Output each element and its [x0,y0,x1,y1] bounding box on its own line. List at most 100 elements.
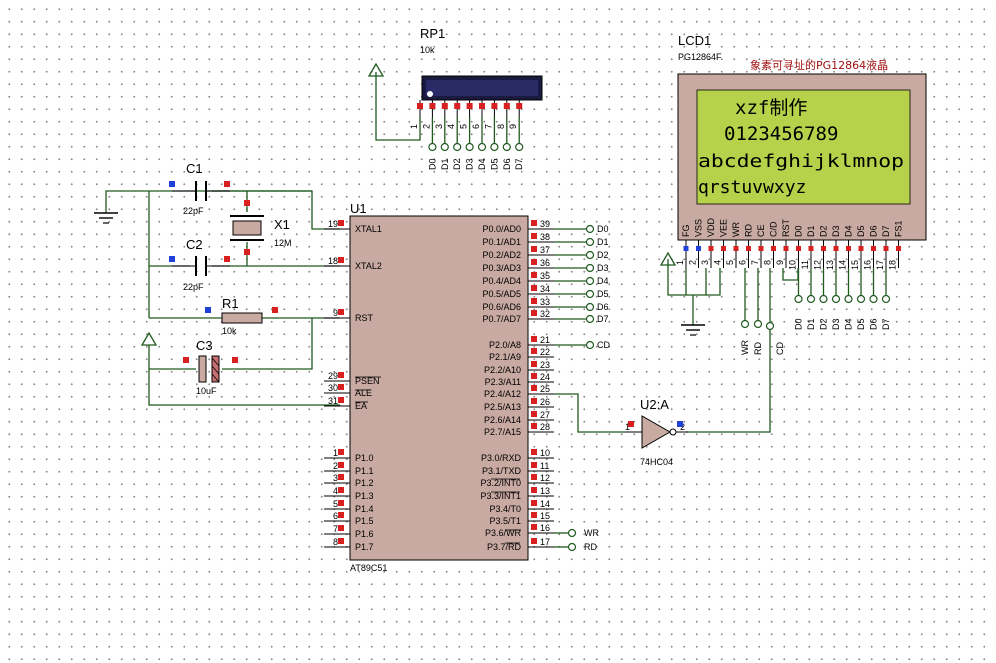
net-terminal-icon [585,302,595,312]
u1-right-pin-number: 37 [540,245,550,255]
r1-node-marker [205,307,211,313]
u1-pin-marker [531,348,537,354]
lcd1-pin-marker [796,246,801,251]
lcd1-net-label: D5 [856,318,866,330]
u1-pin-marker [338,474,344,480]
u1-pin-marker [531,259,537,265]
power-arrow-icon [140,331,158,346]
net-terminal-icon [856,294,866,304]
lcd1-pin-number: 12 [813,260,823,270]
u1-right-pin-label: P3.0/RXD [481,453,522,463]
u1-part: AT89C51 [350,563,387,573]
u1-left-pins: XTAL119XTAL218RST9PSEN29ALE30EA31P1.01P1… [324,219,382,552]
lcd1-pin-number: 9 [775,260,785,265]
microcontroller-u1[interactable]: U1 AT89C51 XTAL119XTAL218RST9PSEN29ALE30… [324,201,554,573]
lcd1-line-1: xzf制作 [735,97,807,119]
net-terminal-icon [831,294,841,304]
net-terminal-icon [585,263,595,273]
lcd1-net-label: D1 [806,318,816,330]
u1-right-pin-label: P2.3/A11 [485,377,521,387]
c3-plate-neg [211,355,220,383]
u1-left-pin-number: 9 [333,308,338,318]
u1-pin-marker [338,309,344,315]
rp1-net-label: D3 [465,158,475,170]
lcd1-pin-marker [746,246,751,251]
u1-pin-marker [531,474,537,480]
net-terminal-icon [585,250,595,260]
lcd1-pin-number: 2 [688,260,698,265]
lcd1-pin-marker [708,246,714,251]
u1-right-pin-label: P2.7/A15 [484,427,521,437]
lcd1-pin-label: RD [744,224,754,237]
net-terminal-icon [477,142,487,152]
net-terminal-icon [502,142,511,152]
u2a-node-marker [677,421,683,427]
u1-right-pin-number: 16 [540,523,550,533]
u1-pin-marker [531,500,537,506]
c1-value: 22pF [183,206,204,216]
lcd-module-lcd1[interactable]: LCD1 PG12864F 象素可寻址的PG12864液晶 xzf制作 0123… [675,33,927,355]
u1-right-pin-number: 26 [540,397,550,407]
lcd1-pin-number: 1 [675,260,685,265]
u2a-bubble [669,428,677,436]
u1-left-pin-label: P1.6 [355,529,374,539]
u1-pin-marker [531,423,537,429]
capacitor-c1[interactable]: C1 22pF [169,161,230,216]
u1-right-pin-number: 21 [540,335,550,345]
ground-icon [681,324,705,336]
u1-left-pin-label: P1.3 [355,491,374,501]
u1-pin-marker [338,538,344,544]
inverter-u2a[interactable]: U2:A 1 2 74HC04 [625,397,688,467]
rp1-pin-number: 8 [496,124,506,129]
capacitor-c3[interactable]: C3 10uF [183,338,238,396]
u1-net-label: D3 [597,263,609,273]
u1-left-pin-label: P1.0 [355,453,374,463]
u1-net-label: D1 [597,237,609,247]
u1-net-label: D5 [597,289,609,299]
capacitor-c2[interactable]: C2 22pF [169,237,230,292]
rp1-pin-number: 1 [409,124,419,129]
u1-net-wr: WR [584,528,599,538]
r1-pin-marker [272,307,278,313]
lcd1-pin-marker [721,246,726,251]
resistor-r1[interactable]: R1 10k [205,296,278,336]
c2-pin-marker [224,256,230,262]
u1-right-pin-number: 38 [540,232,550,242]
lcd1-pin-number: 13 [825,260,835,270]
lcd1-pin-marker [871,246,876,251]
u1-left-pin-label: P1.4 [355,504,374,514]
rp1-value: 10k [420,45,435,55]
u1-right-pin-number: 11 [540,461,549,471]
lcd1-net-label: D3 [831,318,841,330]
lcd1-net-label: D2 [819,318,829,330]
u1-left-pin-number: 6 [333,511,338,521]
c2-value: 22pF [183,282,204,292]
rp1-net-label: D6 [502,158,512,170]
lcd1-screen [696,89,911,205]
lcd1-line-3: abcdefghijklmnop [698,151,904,172]
wires [105,72,799,548]
lcd1-part: PG12864F [678,52,722,62]
c1-pin-marker [224,181,230,187]
rp1-net-label: D5 [489,158,499,170]
u1-pin-marker [338,384,344,390]
crystal-x1[interactable]: X1 12M [230,200,292,255]
rp1-pin-number: 4 [446,124,456,129]
u1-pin-marker [338,257,344,263]
u1-right-pin-label: P2.1/A9 [489,352,521,362]
lcd1-pin-label: D3 [831,225,841,237]
net-terminal-icon [585,340,595,350]
rp1-net-label: D2 [452,158,462,170]
rp1-pin-number: 2 [421,124,431,129]
u1-left-pin-number: 1 [333,448,338,458]
lcd1-pin-number: 16 [863,260,873,270]
u1-right-pin-label: P0.1/AD1 [482,237,521,247]
lcd1-pin-number: 7 [750,260,760,265]
rp1-pin1-mark [427,91,433,97]
u1-pin-marker [531,373,537,379]
rp1-pin-marker [516,103,523,109]
rp1-pin-marker [454,103,461,109]
x1-pin-marker [244,200,250,206]
